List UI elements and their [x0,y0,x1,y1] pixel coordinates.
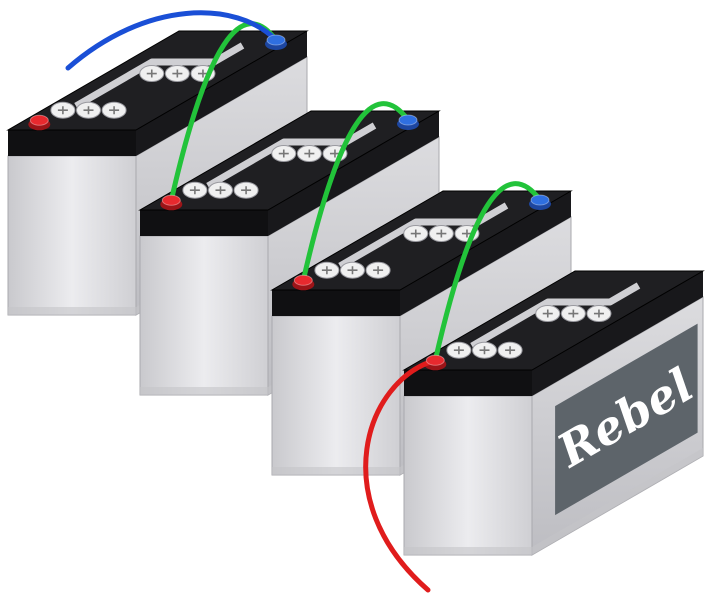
vent-cap-cross [347,266,358,275]
lid-side [136,31,307,156]
positive-lead-wire [363,357,438,593]
vent-cap-cross [304,149,315,158]
negative-terminal-cap [398,114,418,126]
case-front [271,315,401,476]
lid-front [140,210,268,236]
lid-front [8,130,136,156]
lid-handle [206,122,377,190]
case-front [7,155,137,316]
vent-cap-cross [568,309,579,318]
vent-cap-cross [373,266,384,275]
positive-terminal-cap [29,114,49,126]
lid-handle [338,202,509,270]
case-front [403,395,533,556]
vent-cap-cross [241,186,252,195]
vent-cap-cross [410,229,421,238]
series-wire [300,101,411,283]
lid-front [404,370,532,396]
brand-label-panel [555,323,698,516]
vent-cap-cross [436,229,447,238]
vent-cap-cross [453,346,464,355]
case-front [139,235,269,396]
positive-terminal-cap [293,274,313,286]
negative-terminal-cap [266,34,286,46]
vent-cap-cross [479,346,490,355]
lid-side [268,111,439,236]
negative-lead-wire [65,10,279,71]
vent-cap-cross [172,69,183,78]
vent-cap-cross [593,309,604,318]
vent-cap-cross [109,106,120,115]
lid-handle [74,42,245,110]
positive-terminal-cap [161,194,181,206]
vent-cap-cross [215,186,226,195]
negative-terminal-cap [530,194,550,206]
vent-cap-cross [278,149,289,158]
lid-handle [470,282,641,350]
battery-4: Rebel [402,270,705,556]
series-wire [432,181,543,363]
lid-side [532,271,703,396]
vent-cap-cross [57,106,68,115]
lid-front [272,290,400,316]
vent-cap-cross [83,106,94,115]
battery-group: Rebel [6,30,705,556]
vent-cap-cross [505,346,516,355]
vent-cap-cross [542,309,553,318]
vent-cap-cross [321,266,332,275]
wire-group [29,10,550,593]
vent-cap-cross [189,186,200,195]
lid-side [400,191,571,316]
vent-cap-cross [146,69,157,78]
positive-terminal-cap [425,354,445,366]
